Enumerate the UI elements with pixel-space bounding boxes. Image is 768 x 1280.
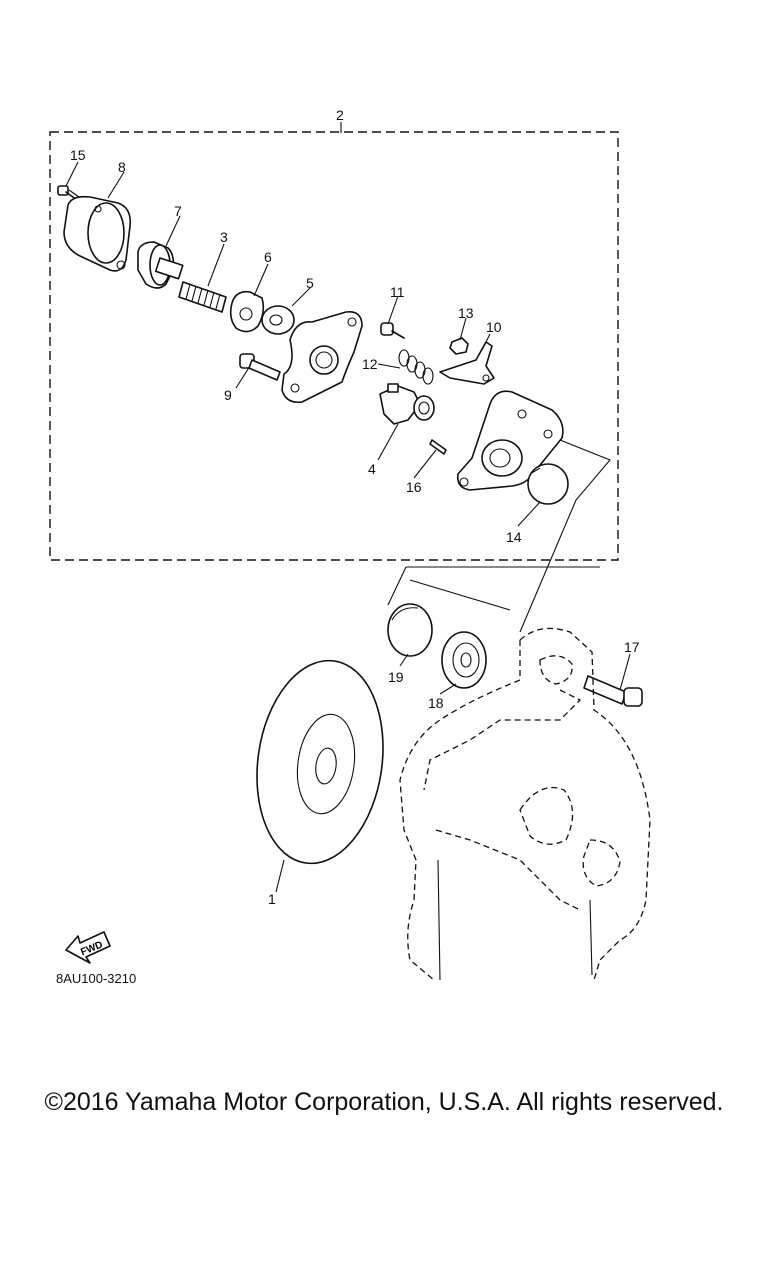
part-18-seal [441, 631, 487, 689]
part-5-washer [261, 305, 295, 335]
bracket-plate [281, 310, 363, 404]
callout-11: 11 [390, 284, 405, 300]
part-10-lever [439, 341, 495, 385]
part-19-cap [387, 603, 433, 657]
callout-13: 13 [458, 305, 474, 321]
parts-diagram: FWD 2 15 8 7 3 6 5 9 11 13 10 12 4 [49, 107, 651, 986]
leader-lines [65, 161, 631, 893]
callouts: 2 15 8 7 3 6 5 9 11 13 10 12 4 16 14 19 … [70, 107, 640, 907]
callout-17: 17 [624, 639, 640, 655]
callout-3: 3 [220, 229, 228, 245]
part-3-screw [178, 281, 227, 313]
assembly-box [49, 122, 619, 561]
callout-9: 9 [224, 387, 232, 403]
part-12-spring [398, 349, 434, 385]
callout-2: 2 [336, 107, 344, 123]
callout-16: 16 [406, 479, 422, 495]
callout-8: 8 [118, 159, 126, 175]
callout-12: 12 [362, 356, 378, 372]
callout-15: 15 [70, 147, 86, 163]
callout-6: 6 [264, 249, 272, 265]
part-17-bolt [583, 675, 643, 707]
engine-outline [399, 627, 651, 981]
part-1-disc [256, 659, 384, 865]
callout-10: 10 [486, 319, 502, 335]
callout-18: 18 [428, 695, 444, 711]
part-13-nut [449, 337, 469, 355]
part-14-plug [527, 463, 569, 505]
callout-1: 1 [268, 891, 276, 907]
part-4-rotor [379, 383, 435, 425]
callout-14: 14 [506, 529, 522, 545]
callout-19: 19 [388, 669, 404, 685]
part-6-plate [229, 290, 265, 333]
fwd-arrow-icon: FWD [65, 931, 111, 964]
part-8-cover [63, 195, 132, 272]
copyright-text: ©2016 Yamaha Motor Corporation, U.S.A. A… [44, 1088, 724, 1116]
part-7-shaft [137, 241, 184, 289]
connection-lines [387, 439, 611, 633]
callout-4: 4 [368, 461, 376, 477]
callout-7: 7 [174, 203, 182, 219]
part-11-screw [380, 322, 405, 339]
part-16-pin [429, 439, 447, 455]
part-9-bolt [239, 353, 281, 381]
callout-5: 5 [306, 275, 314, 291]
drawing-code: 8AU100-3210 [56, 971, 136, 986]
